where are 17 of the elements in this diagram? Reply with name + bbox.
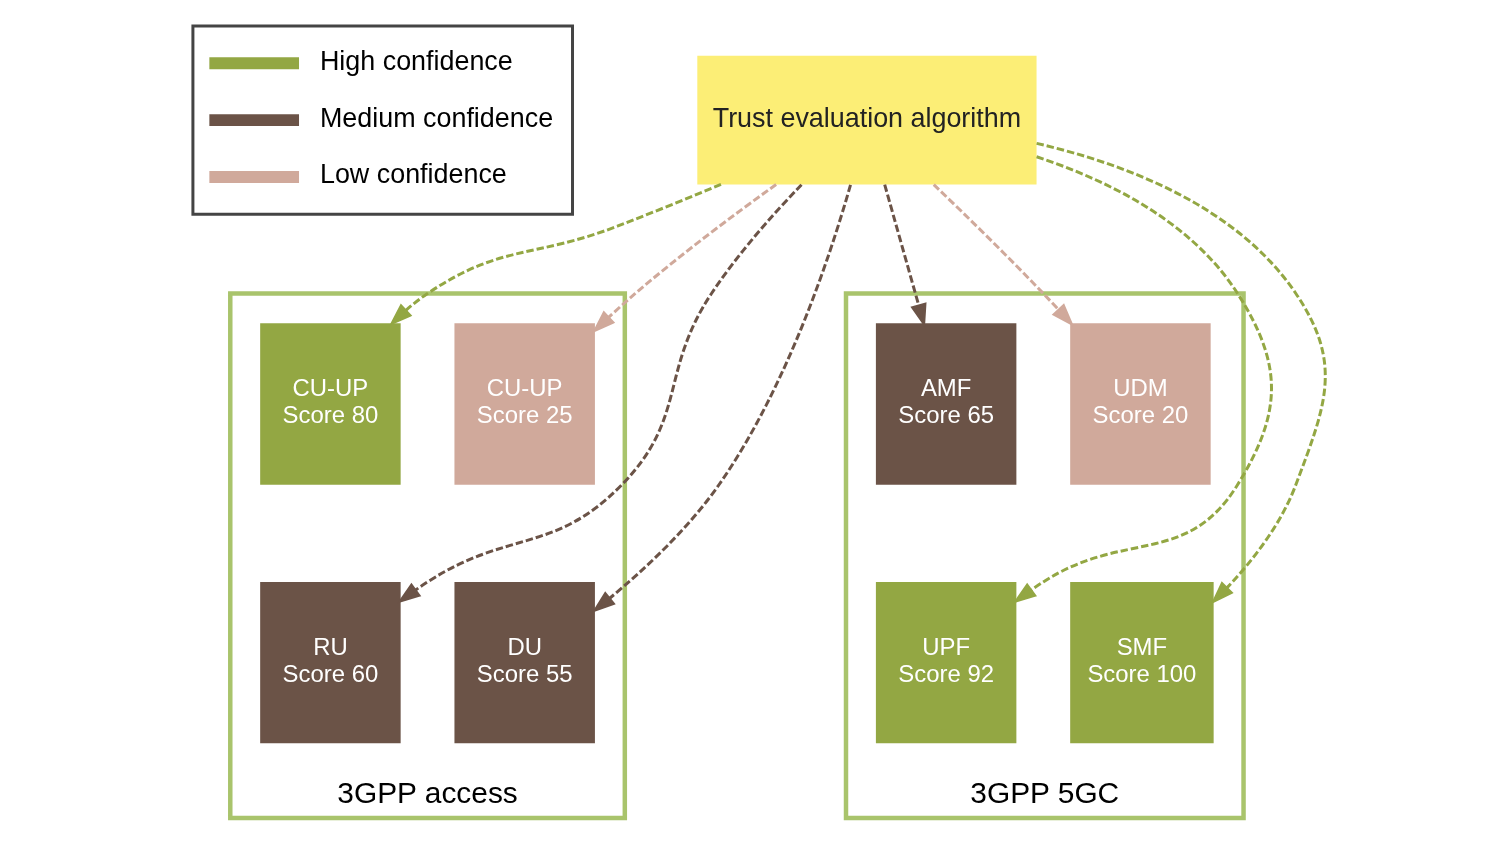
arrow — [388, 183, 722, 327]
arrow — [1035, 141, 1327, 605]
node-box: CU-UP Score 80 — [259, 323, 401, 485]
legend-label: High confidence — [319, 45, 513, 76]
arrow — [591, 183, 777, 334]
arrow — [932, 183, 1074, 327]
legend-label: Medium confidence — [319, 102, 553, 133]
node-box: SMF Score 100 — [1069, 581, 1214, 744]
node-box: Trust evaluation algorithm — [696, 55, 1037, 185]
node-box: DU Score 55 — [453, 581, 595, 744]
node-box: CU-UP Score 25 — [453, 323, 595, 485]
node-box: UPF Score 92 — [875, 581, 1016, 744]
node-box: RU Score 60 — [259, 581, 401, 744]
node-box: AMF Score 65 — [875, 323, 1016, 485]
node-box: UDM Score 20 — [1069, 323, 1211, 485]
arrow — [591, 184, 852, 613]
legend-label: Low confidence — [319, 159, 507, 190]
